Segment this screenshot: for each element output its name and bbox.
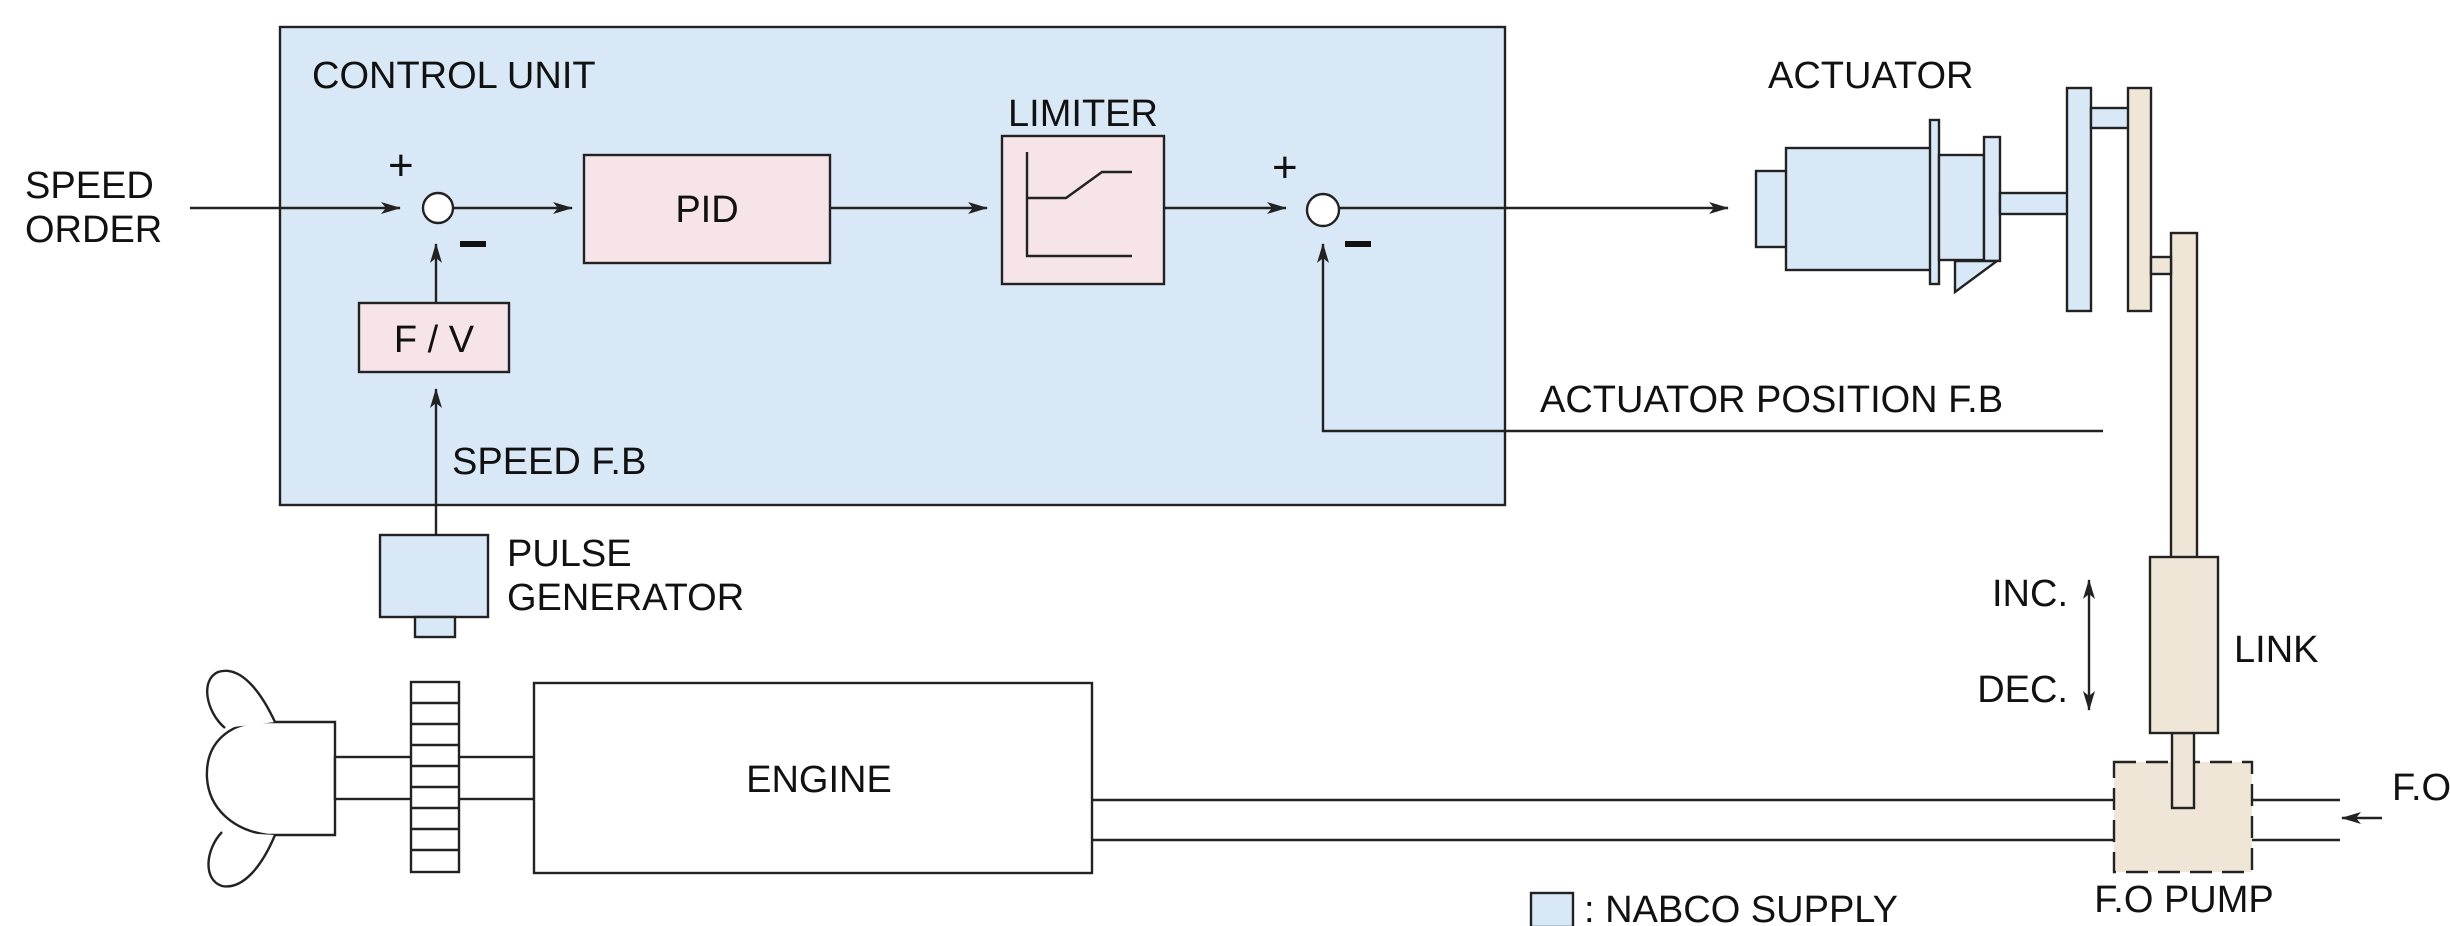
link-block <box>2148 555 2220 735</box>
actuator-collar-ring <box>1982 135 2002 263</box>
fo-pump-rack <box>2170 731 2196 810</box>
speed-fb-label: SPEED F.B <box>452 441 646 483</box>
summing-junction-2 <box>1305 192 1341 228</box>
actuator-shaft <box>1998 191 2070 216</box>
dec-label: DEC. <box>1977 669 2068 711</box>
limiter-label: LIMITER <box>1008 93 1158 135</box>
actuator-connector <box>2089 106 2131 130</box>
junction-2-minus <box>1345 241 1371 247</box>
propeller-icon <box>205 720 337 837</box>
pulse-generator <box>378 533 490 619</box>
pulse-generator-label: PULSE <box>507 533 632 575</box>
summing-junction-1 <box>421 191 455 225</box>
gear-wheel-icon <box>409 680 461 874</box>
actuator-body <box>1784 146 1936 272</box>
actuator-collar <box>1937 153 1986 262</box>
speed-order-label-2: ORDER <box>25 209 162 251</box>
actuator-bracket <box>1953 259 2001 295</box>
propeller-blade-bottom <box>207 831 277 888</box>
lever-link-joint <box>2149 255 2173 276</box>
link-rod <box>2169 231 2199 560</box>
pid-block <box>582 153 832 265</box>
fv-block <box>357 301 511 374</box>
link-label: LINK <box>2234 629 2318 671</box>
fv-label: F / V <box>394 319 475 361</box>
junction-1-plus: + <box>388 141 414 190</box>
legend-nabco-swatch <box>1529 891 1575 926</box>
gear-teeth <box>411 701 459 852</box>
actuator-label: ACTUATOR <box>1768 55 1974 97</box>
actuator-flange <box>1928 118 1941 286</box>
control-unit-box <box>278 25 1507 507</box>
junction-2-plus: + <box>1272 143 1298 192</box>
control-unit-label: CONTROL UNIT <box>312 55 596 97</box>
limiter-curve-icon <box>1025 152 1132 258</box>
actuator-output-plate <box>2065 86 2093 313</box>
pid-label: PID <box>675 189 738 231</box>
junction-1-minus <box>460 241 486 247</box>
inc-label: INC. <box>1992 573 2068 615</box>
actuator-lever <box>2126 86 2153 313</box>
actuator-position-feedback-line <box>1317 243 2103 433</box>
fo-inlet-label: F.O <box>2392 767 2450 809</box>
limiter-saturation-line <box>1027 170 1132 200</box>
pulse-generator-label-2: GENERATOR <box>507 577 744 619</box>
fo-pump-label: F.O PUMP <box>2094 879 2273 921</box>
legend-nabco-label: : NABCO SUPPLY <box>1584 889 1898 926</box>
propeller-blade-top <box>206 669 277 729</box>
engine-block <box>532 681 1094 875</box>
actuator-end-cap <box>1754 169 1789 249</box>
speed-order-label: SPEED <box>25 165 154 207</box>
limiter-block <box>1000 134 1166 286</box>
engine-label: ENGINE <box>746 759 892 801</box>
actuator-position-fb-label: ACTUATOR POSITION F.B <box>1540 379 2003 421</box>
pulse-generator-stem <box>413 615 457 639</box>
